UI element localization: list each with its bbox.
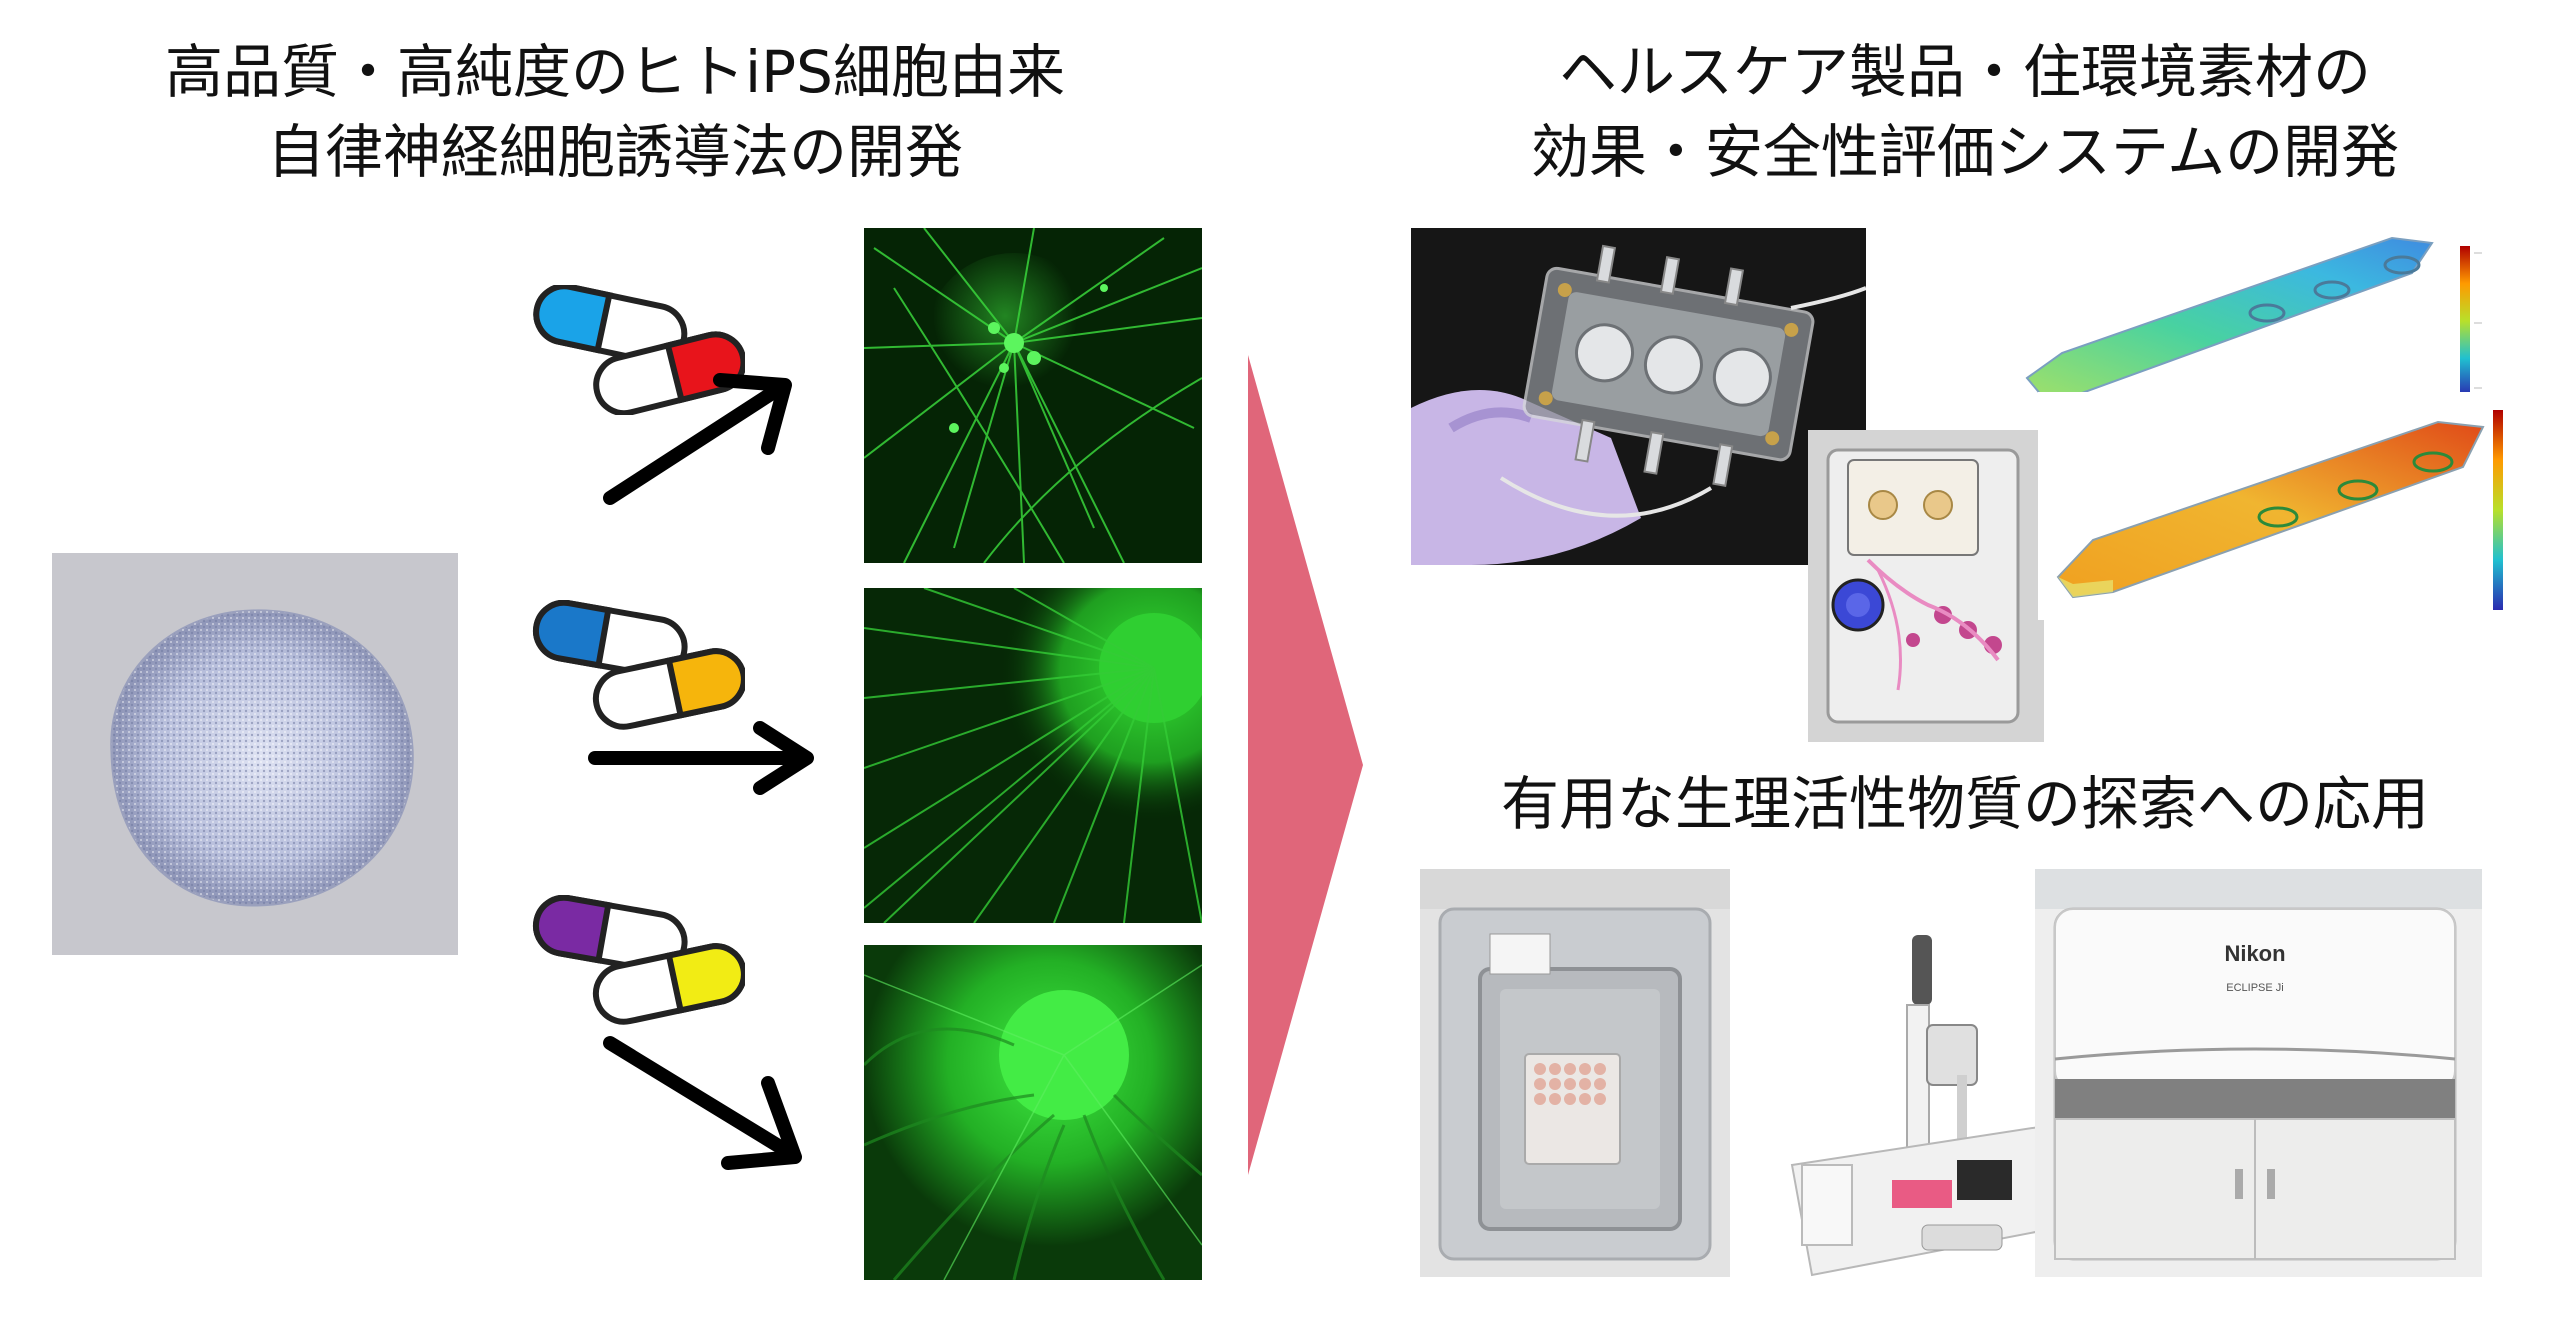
right-title-line1: ヘルスケア製品・住環境素材の: [1558, 38, 2371, 106]
arrow-right-icon: [588, 721, 814, 795]
nikon-brand-label: Nikon: [2224, 941, 2285, 966]
big-arrow-icon: [1248, 355, 1363, 1175]
arrow-down-icon: [603, 1036, 802, 1170]
left-title-line2: 自律神経細胞誘導法の開発: [266, 118, 963, 186]
liquid-handler-photo: [1772, 925, 2072, 1280]
arrow-up-icon: [603, 373, 792, 505]
microfluidic-device-photo: [1411, 228, 1866, 565]
right-title-line2: 効果・安全性評価システムの開発: [1530, 118, 2400, 186]
nikon-model-label: ECLIPSE Ji: [2226, 982, 2283, 994]
right-title: ヘルスケア製品・住環境素材の 効果・安全性評価システムの開発: [1410, 32, 2520, 192]
pump-tray-photo: [1808, 430, 2044, 742]
capsule-pair-2: [525, 600, 745, 730]
nikon-imager-photo: Nikon ECLIPSE Ji: [2035, 869, 2482, 1277]
capsule-pair-3: [525, 895, 745, 1025]
neuron-image-3: [864, 945, 1202, 1280]
neuron-image-1: [864, 228, 1202, 563]
flow-simulation-1: [2012, 228, 2507, 406]
ips-colony-image: [52, 553, 458, 955]
left-title-line1: 高品質・高純度のヒトiPS細胞由来: [165, 38, 1065, 106]
left-title: 高品質・高純度のヒトiPS細胞由来 自律神経細胞誘導法の開発: [90, 32, 1140, 192]
culture-tray-photo: [1420, 869, 1730, 1277]
right-caption: 有用な生理活性物質の探索への応用: [1500, 770, 2429, 838]
neuron-image-2: [864, 588, 1202, 923]
flow-simulation-2: [2038, 392, 2508, 620]
